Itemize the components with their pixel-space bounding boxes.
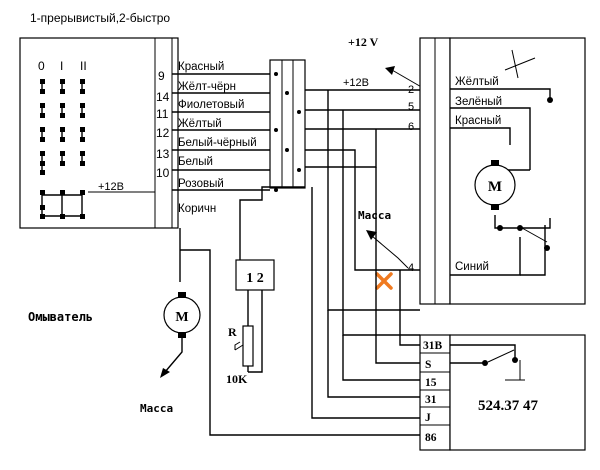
- washer-motor-letter: M: [175, 310, 188, 325]
- wiper-motor-block: 2 5 6 4 Жёлтый Зелёный Красный Синий M: [408, 37, 586, 305]
- relay-pin-strip: [419, 334, 451, 451]
- position-0: 0: [38, 59, 45, 73]
- position-II: II: [80, 59, 87, 73]
- relay-housing: [449, 334, 586, 451]
- switch-pin-13: 13: [156, 147, 170, 161]
- wire-bely-cherny: Белый-чёрный: [178, 137, 257, 149]
- limit-contact-dot: [547, 97, 553, 103]
- column-switch: 0 I II: [19, 37, 257, 229]
- motor-wire-zeleny: Зелёный: [455, 96, 502, 108]
- plus12-top-label: +12 V: [348, 35, 379, 49]
- switch-pin-11: 11: [156, 107, 169, 121]
- motor-wire-siny: Синий: [455, 261, 489, 273]
- position-I: I: [60, 59, 63, 73]
- park-switch-icon: [521, 227, 548, 243]
- limit-switch-icon: [504, 49, 536, 79]
- motor-pin-6: 6: [408, 121, 414, 133]
- switch-output-wires: [172, 73, 270, 250]
- resistor-body: [242, 325, 254, 367]
- relay-pin-15: 15: [425, 377, 437, 389]
- wire-bely: Белый: [178, 156, 213, 168]
- resistor-letter: R: [228, 325, 237, 339]
- break-mark-icon: [375, 272, 393, 290]
- washer-label: Омыватель: [28, 310, 93, 324]
- switch-pin-10: 10: [156, 166, 170, 180]
- resistor-value: 10K: [226, 372, 248, 386]
- switch-pin-12: 12: [156, 126, 170, 140]
- motor-wire-krasny: Красный: [455, 115, 501, 127]
- plus12-arrow-head: [385, 66, 395, 75]
- motor-wire-zhelty: Жёлтый: [455, 76, 499, 88]
- switch-plus12-label: +12В: [98, 181, 124, 193]
- motor-pin-2: 2: [408, 84, 414, 96]
- wire-zhelty: Жёлтый: [178, 118, 222, 130]
- washer-ground-label: Масса: [140, 402, 173, 415]
- wiper-relay: 31B S 15 31 J 86 524.37 47: [419, 334, 586, 451]
- resistor-assembly: 1 2 R 10K: [226, 259, 275, 386]
- mode-note: 1-прерывистый,2-быстро: [30, 11, 170, 25]
- relay-pin-31: 31: [425, 394, 437, 406]
- wire-rozovy: Розовый: [178, 178, 224, 190]
- relay-pin-s: S: [425, 359, 431, 371]
- harness-connector: [269, 59, 306, 192]
- relay-feed-wires: [327, 167, 420, 398]
- wire-fioletovy: Фиолетовый: [178, 99, 244, 111]
- relay-pin-j: J: [425, 412, 431, 424]
- wire-krasny: Красный: [178, 61, 224, 73]
- washer-motor: M Омыватель Масса: [28, 249, 420, 436]
- relay-model: 524.37 47: [478, 398, 539, 414]
- motor-internal-wires: [450, 88, 551, 276]
- wire-zhelt-chern: Жёлт-чёрн: [178, 81, 236, 93]
- plug-label: 1 2: [246, 271, 264, 286]
- plus12-mid-label: +12В: [343, 77, 369, 89]
- ground-lead: [371, 235, 409, 269]
- switch-pin-9: 9: [158, 69, 165, 83]
- plug-body: [235, 259, 275, 291]
- switch-pin-14: 14: [156, 90, 170, 104]
- switch-body: [19, 37, 179, 229]
- wiper-motor-letter: M: [488, 179, 502, 195]
- wire-korichn: Коричн: [178, 203, 216, 215]
- motor-pin-4: 4: [408, 262, 414, 274]
- motor-pin-5: 5: [408, 101, 414, 113]
- relay-contact-icon: [487, 349, 515, 363]
- relay-pin-31b: 31B: [423, 340, 443, 352]
- relay-pin-86: 86: [425, 432, 437, 444]
- ground-arrow-head: [366, 230, 377, 240]
- contact-matrix: [40, 79, 85, 219]
- connector-body: [269, 59, 306, 189]
- motor-housing: [449, 37, 586, 305]
- ground-label: Масса: [358, 209, 391, 222]
